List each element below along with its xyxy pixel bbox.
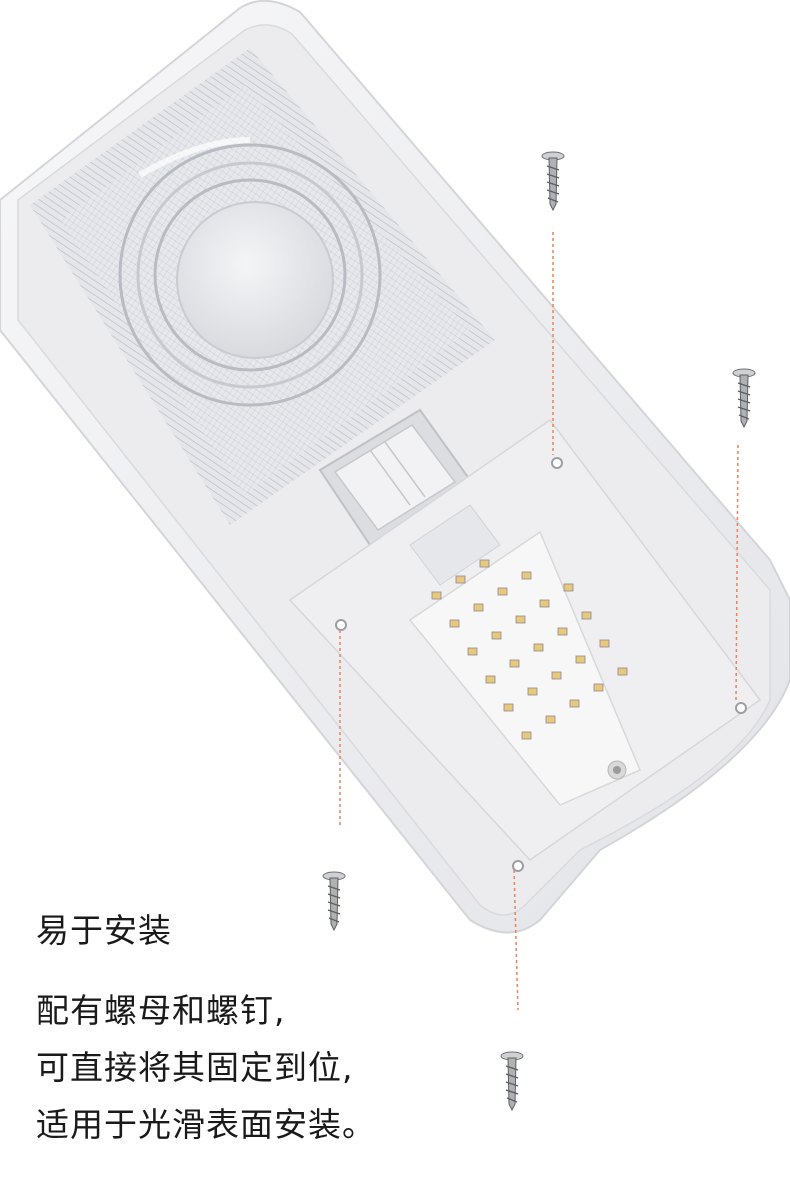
guide-lines [339,232,739,1011]
led-chip [491,631,502,640]
led-chip [515,615,526,624]
mounting-holes [335,457,747,872]
screw-icon [732,368,756,429]
led-chip [455,575,466,584]
led-board [408,530,641,806]
led-chip [503,703,514,712]
led-chip [497,587,508,596]
led-chip [617,667,628,676]
led-chip [539,599,550,608]
led-chip [449,619,460,628]
caption-title: 易于安装 [36,911,172,950]
led-chip [521,571,532,580]
caption-line: 可直接将其固定到位, [36,1048,354,1087]
led-chip [569,699,580,708]
led-chip [521,731,532,740]
led-chip [473,603,484,612]
led-chip [557,627,568,636]
led-chip [575,655,586,664]
caption-body: 配有螺母和螺钉, 可直接将其固定到位, 适用于光滑表面安装。 [36,982,376,1153]
caption-line: 适用于光滑表面安装。 [36,1105,376,1144]
led-chip [581,611,592,620]
screw-icon [322,871,346,932]
led-chip [527,687,538,696]
led-array [431,559,628,740]
screw-icon [500,1051,524,1112]
ribbed-lens [30,48,495,525]
led-chip [467,647,478,656]
caption-line: 配有螺母和螺钉, [36,991,286,1030]
led-chip [533,643,544,652]
led-chip [593,683,604,692]
led-chip [479,559,490,568]
led-chip [599,639,610,648]
led-chip [545,715,556,724]
led-chip [563,583,574,592]
screw-icon [541,151,565,212]
led-chip [485,675,496,684]
led-chip [551,671,562,680]
led-chip [509,659,520,668]
led-chip [431,591,442,600]
